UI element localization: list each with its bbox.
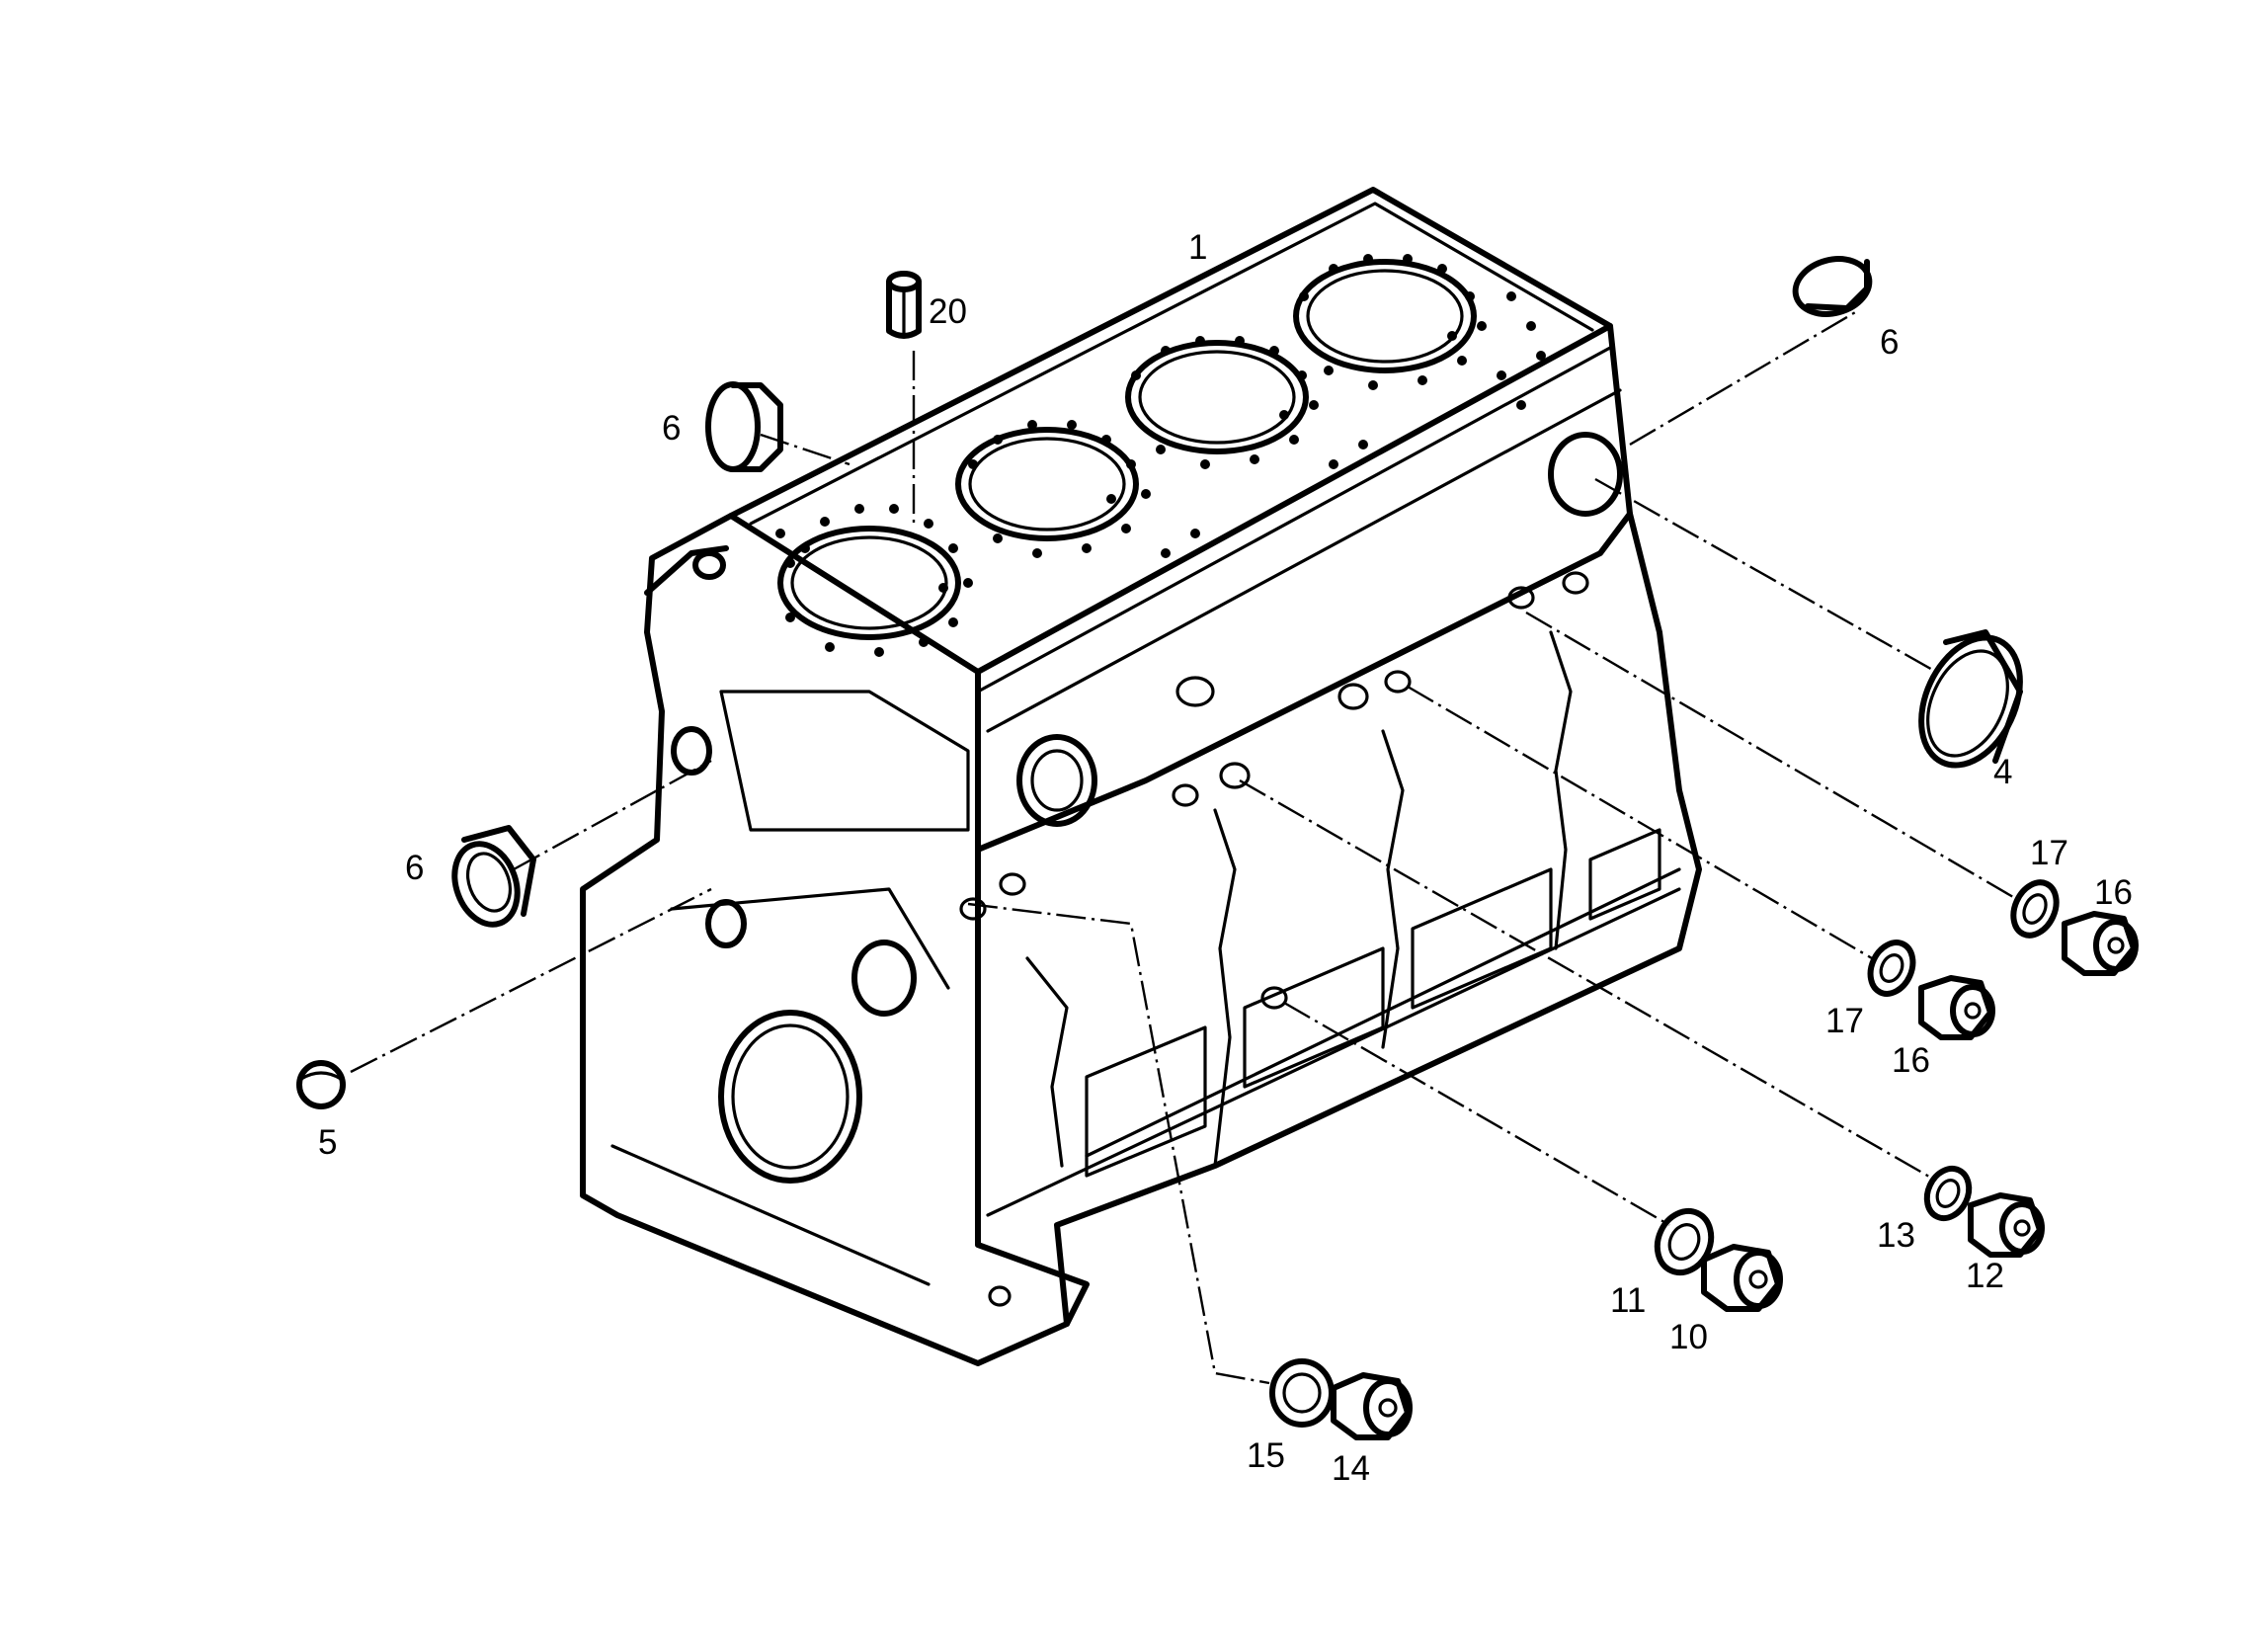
plugs <box>1331 911 2139 1440</box>
plug-10 <box>1701 1244 1783 1312</box>
plug-14 <box>1331 1372 1413 1440</box>
callout-labels: 1 20 6 6 4 6 5 17 16 17 16 13 12 11 10 1… <box>318 228 2133 1488</box>
core-plug-front-top <box>705 381 783 472</box>
core-plug-front-left <box>451 825 536 928</box>
core-plug-rear-top <box>1792 256 1873 317</box>
dowel-pin <box>886 271 922 339</box>
washer-13 <box>1923 1165 1973 1222</box>
rear-crankshaft-seal <box>1918 629 2023 769</box>
callout-washer-13: 13 <box>1877 1216 1915 1255</box>
washers <box>1269 879 2060 1428</box>
callout-block: 1 <box>1188 228 1207 267</box>
callout-plug-14: 14 <box>1332 1449 1370 1488</box>
washer-15 <box>1269 1358 1335 1428</box>
callout-dowel: 20 <box>929 292 967 331</box>
plug-16-upper <box>2062 911 2139 976</box>
callout-plug-rear-top: 6 <box>1880 323 1899 362</box>
washer-11 <box>1654 1207 1715 1276</box>
callout-washer-17b: 17 <box>1825 1002 1864 1040</box>
callout-plug-12: 12 <box>1966 1257 2004 1295</box>
callout-washer-11: 11 <box>1610 1281 1646 1320</box>
callout-plug-10: 10 <box>1669 1318 1708 1356</box>
callout-small-plug: 5 <box>318 1123 337 1162</box>
callout-plug-front-top: 6 <box>662 409 681 448</box>
callout-plug-16a: 16 <box>2094 873 2133 912</box>
leader-lines <box>350 309 2026 1385</box>
cylinder-block <box>580 187 1702 1366</box>
callout-plug-16b: 16 <box>1892 1041 1930 1080</box>
small-plug <box>296 1060 346 1109</box>
callout-washer-17a: 17 <box>2030 834 2068 872</box>
plug-12 <box>1968 1192 2045 1258</box>
callout-rear-seal: 4 <box>1993 753 2012 791</box>
washer-17-lower <box>1867 940 1916 997</box>
callout-plug-front-left: 6 <box>405 849 424 887</box>
callout-washer-15: 15 <box>1247 1436 1285 1475</box>
washer-17-upper <box>2010 879 2060 939</box>
plug-16-lower <box>1918 975 1995 1040</box>
